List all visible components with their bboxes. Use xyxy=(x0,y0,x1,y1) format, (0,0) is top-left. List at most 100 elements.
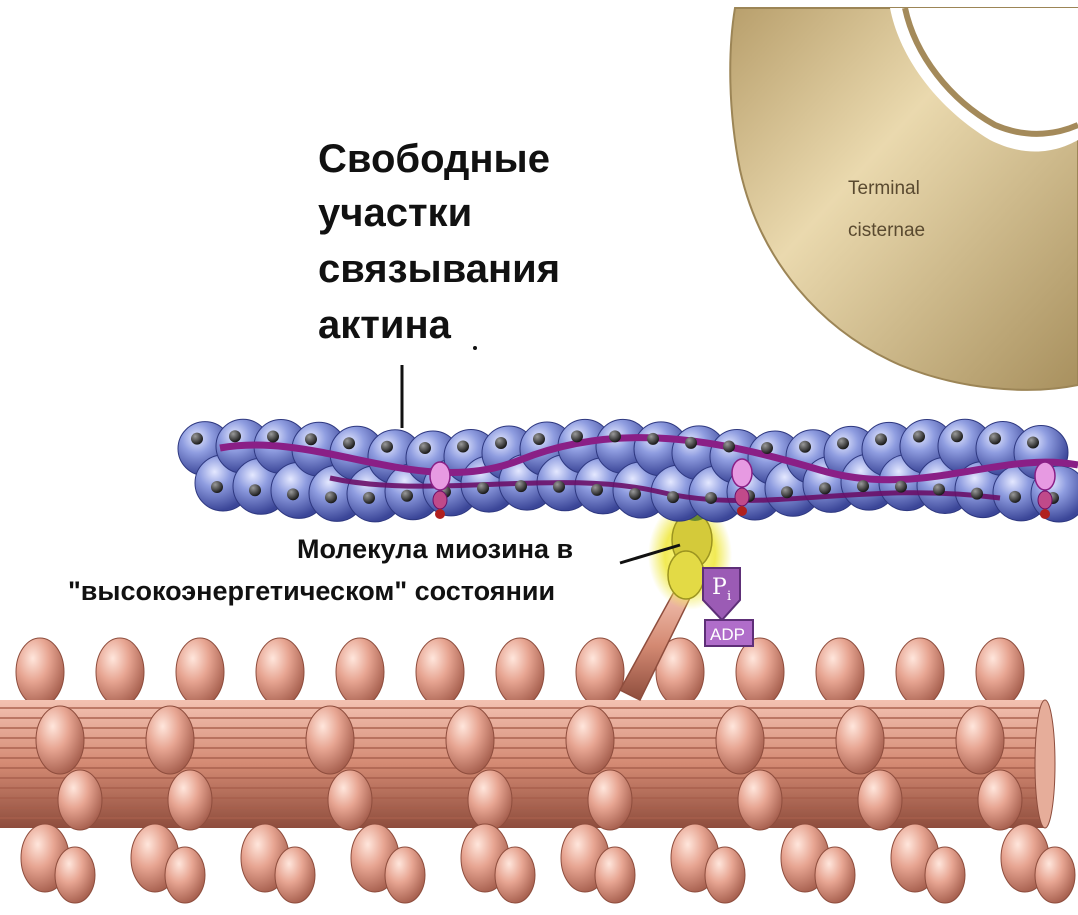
binding-site-dot xyxy=(913,431,925,443)
myosin-head-mid xyxy=(146,706,194,774)
myosin-head-top xyxy=(576,638,624,706)
binding-site-dot xyxy=(875,433,887,445)
svg-text:ADP: ADP xyxy=(710,625,745,644)
adp-badge-icon: ADP xyxy=(705,620,753,646)
myosin-head-mid xyxy=(168,770,212,830)
binding-sites-label-line1: Свободные xyxy=(318,137,550,181)
myosin-head-bottom xyxy=(815,847,855,903)
myosin-head-top xyxy=(896,638,944,706)
troponin-icon xyxy=(735,488,749,506)
myosin-head-bottom xyxy=(275,847,315,903)
binding-sites-label-line2: участки xyxy=(318,191,472,235)
myosin-head-mid xyxy=(836,706,884,774)
binding-site-dot xyxy=(971,488,983,500)
myosin-label-line2: "высокоэнергетическом" состоянии xyxy=(68,576,555,606)
myosin-head-bottom xyxy=(385,847,425,903)
binding-sites-label-line3: связывания xyxy=(318,247,560,291)
myosin-head-mid xyxy=(58,770,102,830)
binding-site-dot xyxy=(533,433,545,445)
binding-site-dot xyxy=(191,433,203,445)
binding-site-dot xyxy=(761,442,773,454)
myosin-head-top xyxy=(816,638,864,706)
stray-dot xyxy=(473,346,477,350)
binding-site-dot xyxy=(325,491,337,503)
myosin-head-bottom xyxy=(55,847,95,903)
svg-text:i: i xyxy=(727,589,731,604)
binding-site-dot xyxy=(249,484,261,496)
myosin-head-mid xyxy=(588,770,632,830)
myosin-head-mid xyxy=(978,770,1022,830)
myosin-head-mid xyxy=(328,770,372,830)
binding-site-dot xyxy=(933,484,945,496)
binding-site-dot xyxy=(667,491,679,503)
myosin-head-bottom xyxy=(495,847,535,903)
binding-site-dot xyxy=(591,484,603,496)
cisternae-label-line1: Terminal xyxy=(848,178,920,199)
binding-site-dot xyxy=(477,482,489,494)
myosin-label-line1: Молекула миозина в xyxy=(297,534,573,564)
binding-site-dot xyxy=(571,430,583,442)
binding-site-dot xyxy=(363,492,375,504)
binding-site-dot xyxy=(723,440,735,452)
myosin-head-top xyxy=(736,638,784,706)
myosin-head-top xyxy=(976,638,1024,706)
myosin-head-top xyxy=(336,638,384,706)
binding-site-dot xyxy=(781,486,793,498)
binding-site-dot xyxy=(685,437,697,449)
myosin-head-mid xyxy=(306,706,354,774)
myosin-head-bottom xyxy=(705,847,745,903)
binding-site-dot xyxy=(229,430,241,442)
binding-site-dot xyxy=(629,488,641,500)
myosin-head-mid xyxy=(36,706,84,774)
binding-site-dot xyxy=(951,430,963,442)
binding-site-dot xyxy=(211,481,223,493)
binding-site-dot xyxy=(1009,491,1021,503)
binding-site-dot xyxy=(305,433,317,445)
myosin-head-top xyxy=(176,638,224,706)
binding-site-dot xyxy=(267,430,279,442)
myosin-head-mid xyxy=(738,770,782,830)
actin-filament-icon xyxy=(178,419,1078,522)
pi-badge-icon: P i xyxy=(703,568,740,620)
troponin-icon xyxy=(433,491,447,509)
myosin-head-top xyxy=(96,638,144,706)
myosin-head-bottom xyxy=(925,847,965,903)
binding-site-dot xyxy=(989,433,1001,445)
binding-site-dot xyxy=(609,430,621,442)
binding-site-dot xyxy=(553,481,565,493)
binding-site-dot xyxy=(799,441,811,453)
myosin-head-mid xyxy=(956,706,1004,774)
troponin-icon xyxy=(1035,462,1055,490)
myosin-head-mid xyxy=(716,706,764,774)
cisternae-label-line2: cisternae xyxy=(848,220,925,241)
myosin-head-bottom xyxy=(165,847,205,903)
binding-site-dot xyxy=(1027,436,1039,448)
binding-sites-label-line4: актина xyxy=(318,303,452,347)
myosin-head-mid xyxy=(858,770,902,830)
binding-site-dot xyxy=(401,490,413,502)
thick-filament-icon xyxy=(0,638,1075,903)
binding-site-dot xyxy=(819,482,831,494)
myosin-head-top xyxy=(256,638,304,706)
myosin-head-bottom xyxy=(1035,847,1075,903)
binding-site-dot xyxy=(647,433,659,445)
troponin-icon xyxy=(1038,491,1052,509)
binding-site-dot xyxy=(343,437,355,449)
binding-site-dot xyxy=(419,442,431,454)
troponin-icon xyxy=(732,459,752,487)
binding-site-dot xyxy=(457,441,469,453)
myosin-head-mid xyxy=(468,770,512,830)
myosin-head-mid xyxy=(566,706,614,774)
binding-site-dot xyxy=(515,480,527,492)
myosin-head-bottom xyxy=(595,847,635,903)
myosin-head-top xyxy=(416,638,464,706)
myosin-head-top xyxy=(496,638,544,706)
myosin-head-mid xyxy=(446,706,494,774)
binding-site-dot xyxy=(705,492,717,504)
troponin-icon xyxy=(430,462,450,490)
svg-text:P: P xyxy=(712,575,727,600)
binding-site-dot xyxy=(287,488,299,500)
binding-site-dot xyxy=(381,441,393,453)
binding-site-dot xyxy=(837,437,849,449)
